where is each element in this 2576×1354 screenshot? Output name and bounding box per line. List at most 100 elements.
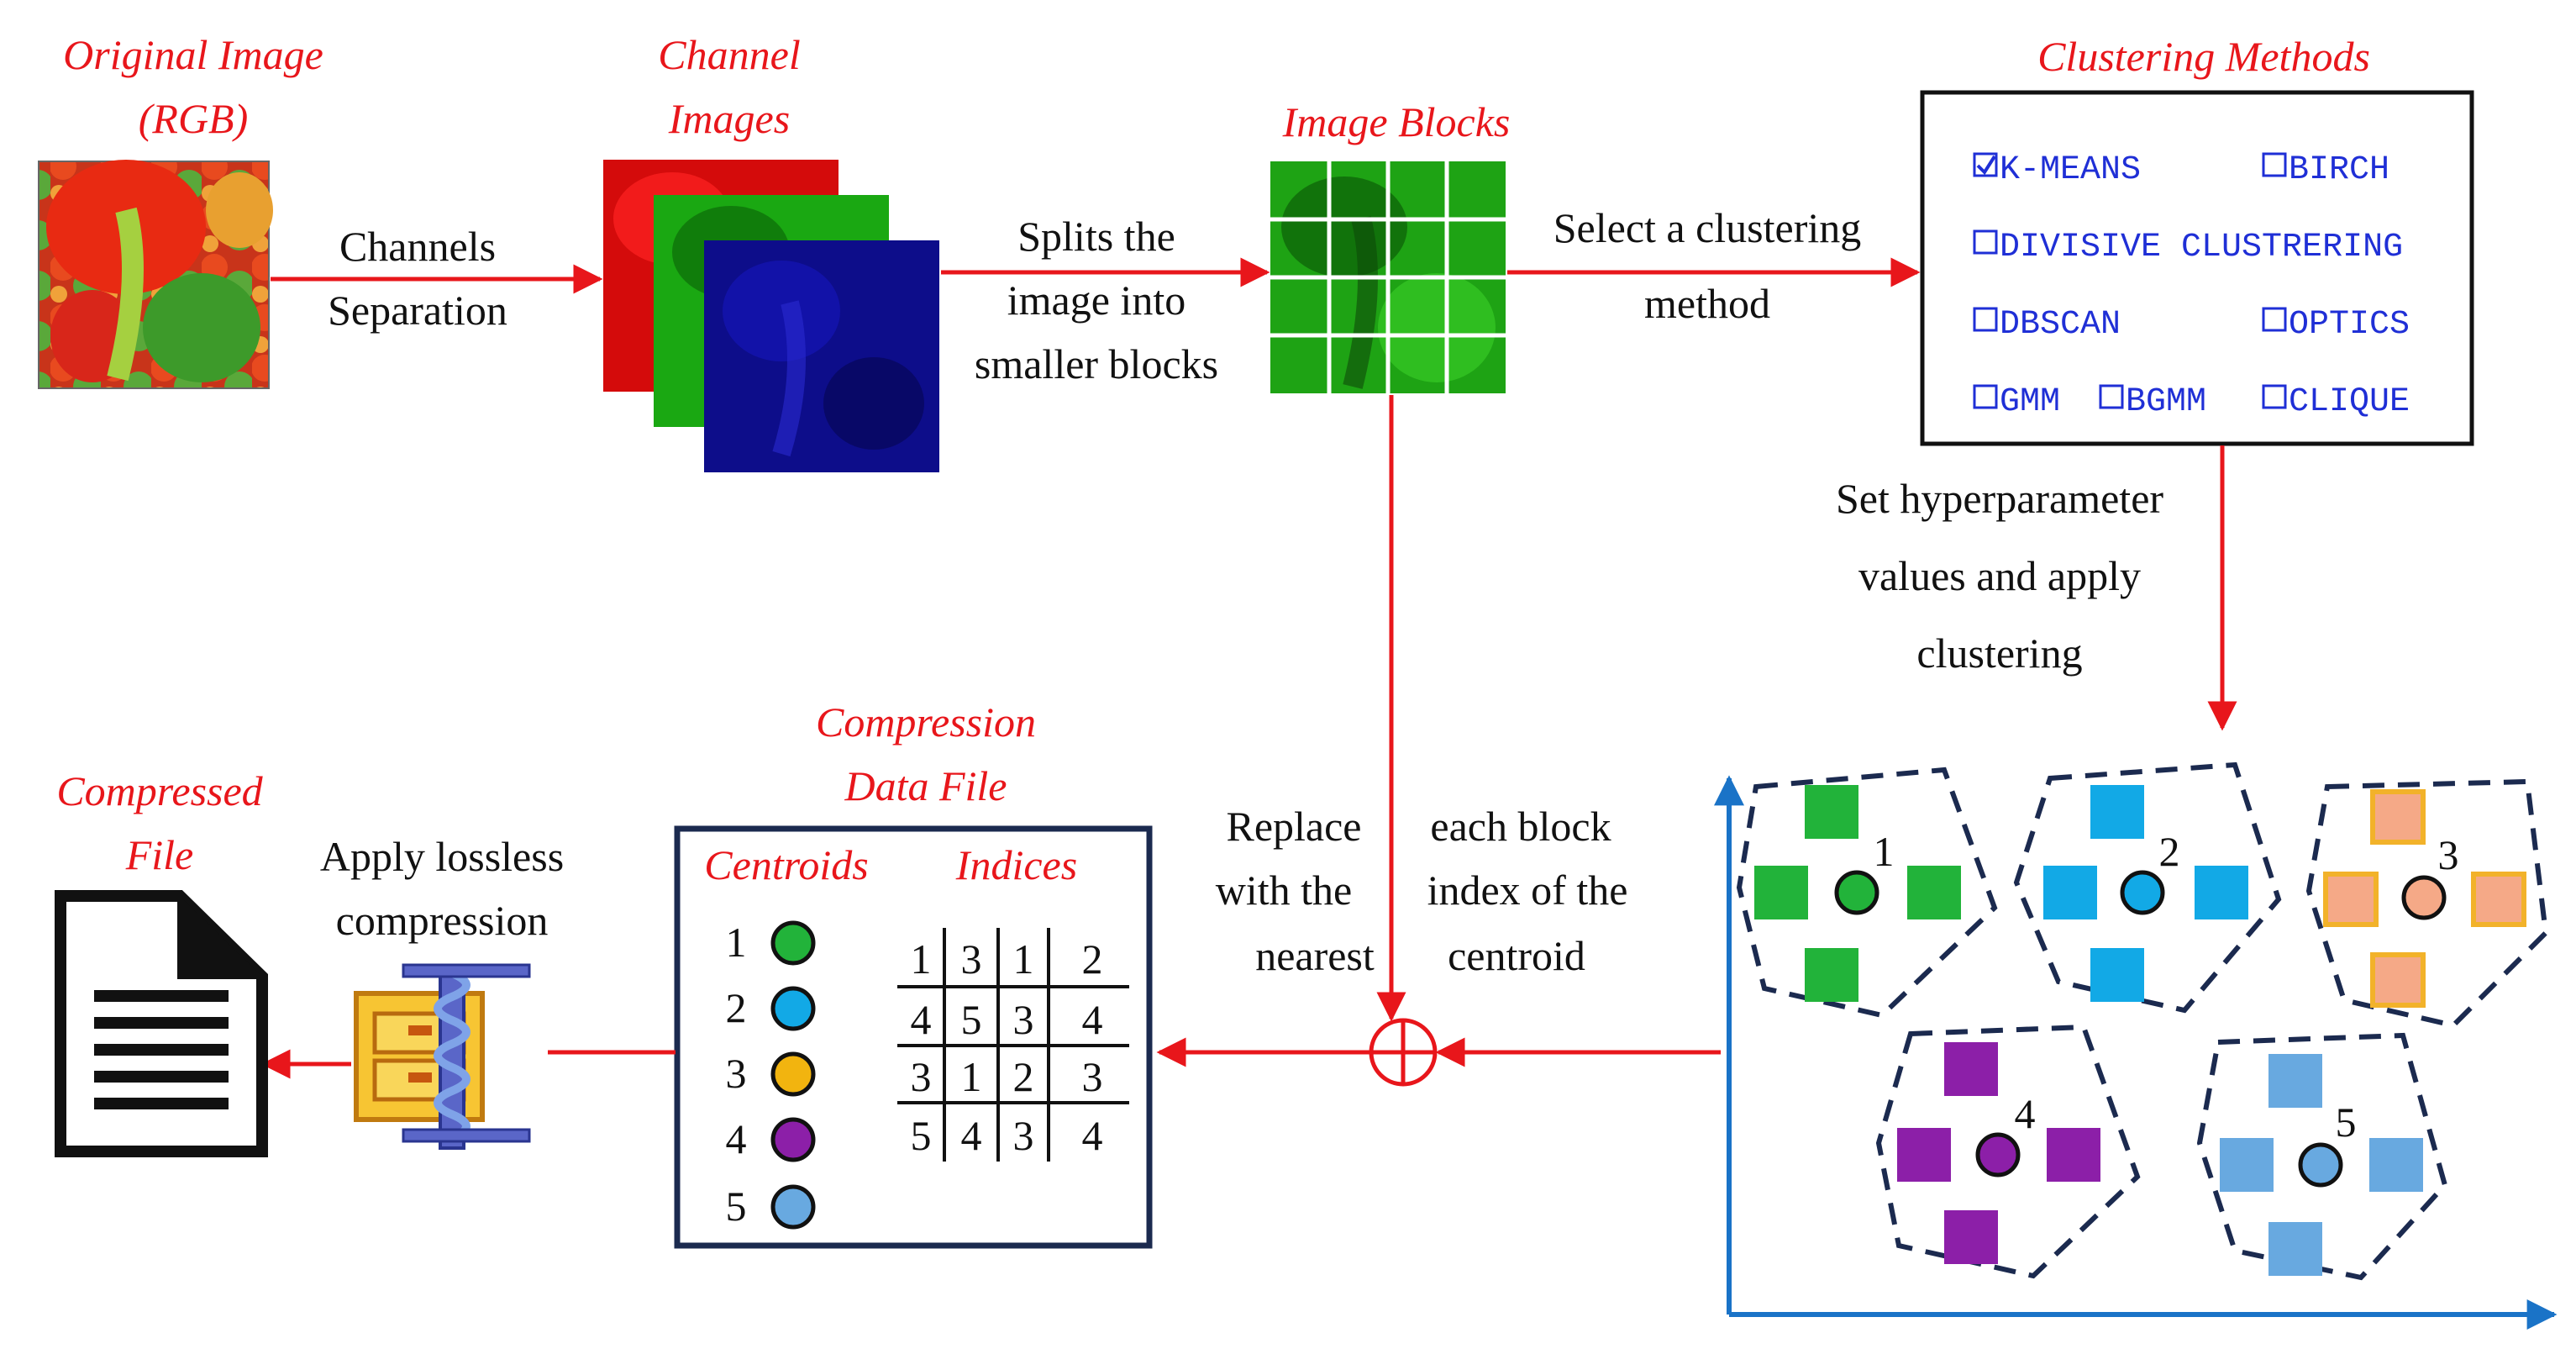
index-cell: 4 (911, 996, 932, 1043)
label-nearest: nearest (1255, 932, 1375, 979)
cluster-5-label: 5 (2336, 1098, 2357, 1146)
index-cell: 1 (961, 1053, 982, 1100)
index-cell: 2 (1013, 1053, 1034, 1100)
method-dbscan-label: DBSCAN (2000, 306, 2121, 344)
checkbox-icon (1973, 229, 1998, 255)
centroid-2 (2120, 870, 2165, 915)
method-clique-label: CLIQUE (2289, 383, 2410, 421)
checkbox-icon (2262, 307, 2287, 332)
archive-compression-icon (354, 963, 531, 1150)
title-original-image: Original Image (63, 31, 323, 78)
label-channels: Channels (339, 223, 496, 270)
centroid-list-item-4: 4 (726, 1115, 816, 1162)
cluster-3: 3 (2305, 778, 2549, 1029)
title-compression: Compression (816, 698, 1036, 745)
index-cell: 3 (961, 935, 982, 983)
cluster-5: 5 (2196, 1032, 2448, 1281)
label-separation: Separation (328, 287, 507, 334)
document-icon (55, 890, 268, 1157)
title-clustering-methods: Clustering Methods (2037, 33, 2370, 80)
centroid-3 (2401, 875, 2447, 920)
centroids-header: Centroids (704, 841, 868, 888)
method-gmm-label: GMM (2000, 383, 2060, 421)
indices-header: Indices (955, 841, 1077, 888)
checkbox-icon (2262, 152, 2287, 177)
label-image-into: image into (1007, 277, 1185, 324)
centroid-1 (1834, 870, 1879, 915)
centroid-list-item-1: 1 (726, 919, 816, 966)
label-method: method (1644, 280, 1770, 327)
channel-images (603, 160, 939, 472)
label-set-hyperparameter: Set hyperparameter (1836, 475, 2163, 522)
index-cell: 3 (1013, 996, 1034, 1043)
clustering-methods-box: K-MEANS BIRCH DIVISIVE CLUSTRERING DBSCA… (1920, 90, 2474, 446)
svg-text:5: 5 (726, 1183, 747, 1230)
svg-text:1: 1 (726, 919, 747, 966)
label-compression: compression (336, 897, 549, 944)
cluster-3-label: 3 (2438, 831, 2459, 878)
cluster-2: 2 (2013, 761, 2282, 1014)
index-cell: 5 (911, 1112, 932, 1159)
method-divisive[interactable]: DIVISIVE CLUSTRERING (1973, 229, 2403, 266)
title-image-blocks: Image Blocks (1282, 98, 1511, 145)
label-index-of-the: index of the (1427, 867, 1628, 914)
cluster-plot: 1 2 3 4 (1714, 761, 2558, 1330)
checkbox-icon (1973, 307, 1998, 332)
checkbox-icon (1973, 384, 1998, 409)
index-cell: 3 (1082, 1053, 1103, 1100)
svg-text:4: 4 (726, 1115, 747, 1162)
index-cell: 3 (911, 1053, 932, 1100)
image-blocks (1270, 161, 1506, 393)
label-values-and-apply: values and apply (1858, 552, 2141, 599)
cluster-4-label: 4 (2015, 1090, 2036, 1137)
method-divisive-label: DIVISIVE CLUSTRERING (2000, 229, 2403, 266)
label-smaller-blocks: smaller blocks (975, 340, 1218, 387)
label-replace: Replace (1226, 803, 1361, 850)
svg-text:3: 3 (726, 1050, 747, 1097)
index-cell: 1 (911, 935, 932, 983)
checkmark-icon (1976, 155, 1996, 176)
replace-operator-icon (1369, 1018, 1438, 1087)
method-clique[interactable]: CLIQUE (2262, 383, 2410, 421)
method-kmeans-label: K-MEANS (2000, 151, 2141, 189)
blue-channel-image (704, 240, 939, 472)
label-apply-lossless: Apply lossless (320, 833, 564, 880)
index-cell: 3 (1013, 1112, 1034, 1159)
svg-text:2: 2 (726, 984, 747, 1031)
title-data-file: Data File (844, 762, 1007, 809)
method-bgmm-label: BGMM (2126, 383, 2206, 421)
centroid-list: 1 2 3 4 5 (726, 919, 816, 1230)
title-original-image-rgb: (RGB) (139, 95, 249, 142)
original-image (38, 160, 273, 389)
index-cell: 4 (1082, 996, 1103, 1043)
cluster-2-label: 2 (2159, 828, 2180, 875)
cluster-1: 1 (1736, 767, 1998, 1019)
method-birch[interactable]: BIRCH (2262, 151, 2389, 189)
cluster-1-label: 1 (1874, 828, 1895, 875)
index-cell: 5 (961, 996, 982, 1043)
index-cell: 4 (1082, 1112, 1103, 1159)
method-dbscan[interactable]: DBSCAN (1973, 306, 2121, 344)
title-file: File (125, 831, 194, 878)
method-bgmm[interactable]: BGMM (2099, 383, 2206, 421)
checkbox-icon (2099, 384, 2124, 409)
cluster-4: 4 (1875, 1024, 2141, 1279)
label-with-the: with the (1216, 867, 1352, 914)
index-cell: 2 (1082, 935, 1103, 983)
label-select-a-clustering: Select a clustering (1553, 204, 1862, 251)
method-birch-label: BIRCH (2289, 151, 2389, 189)
title-channel: Channel (658, 31, 800, 78)
centroid-list-item-5: 5 (726, 1183, 816, 1230)
method-optics[interactable]: OPTICS (2262, 306, 2410, 344)
label-each-block: each block (1430, 803, 1611, 850)
method-kmeans[interactable]: K-MEANS (1973, 151, 2141, 189)
centroid-list-item-3: 3 (726, 1050, 816, 1097)
method-gmm[interactable]: GMM (1973, 383, 2060, 421)
label-splits-the: Splits the (1017, 213, 1175, 260)
title-images: Images (668, 95, 790, 142)
title-compressed: Compressed (56, 767, 263, 814)
